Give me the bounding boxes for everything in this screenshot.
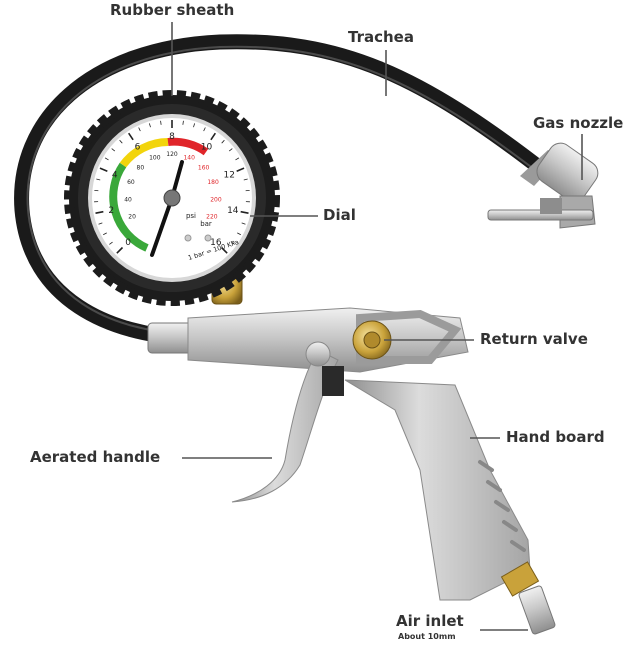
gas-nozzle [488,138,603,228]
gauge-psi-tick-label: 140 [183,154,195,161]
label-aerated-handle: Aerated handle [30,450,160,465]
hose-ferrule [148,323,194,353]
gauge-psi-tick-label: 20 [128,214,136,221]
gauge-psi-tick-label: 120 [166,151,178,158]
gauge-psi-tick-label: 80 [137,164,145,171]
gauge-bar-tick-label: 12 [224,170,235,180]
gauge-psi-tick-label: 160 [198,164,210,171]
gauge-bar-tick-label: 6 [135,142,141,152]
gauge-bar-tick-label: 14 [227,206,239,216]
label-gas-nozzle: Gas nozzle [533,116,623,131]
gauge-psi-tick-label: 60 [127,179,135,186]
gauge-psi-tick-label: 200 [210,197,222,204]
gauge-bar-tick-label: 2 [108,206,114,216]
label-air-inlet-note: About 10mm [398,633,456,641]
label-rubber-sheath: Rubber sheath [110,3,234,18]
label-hand-board: Hand board [506,430,605,445]
gauge-psi-tick-label: 100 [149,154,161,161]
label-return-valve: Return valve [480,332,588,347]
gauge-psi-tick-label: 40 [124,197,132,204]
label-trachea: Trachea [348,30,414,45]
dial-unit-psi: psi [186,212,196,220]
gauge-bar-tick-label: 8 [169,132,175,142]
dial-unit-bar: bar [200,220,212,228]
gauge-bar-tick-label: 0 [125,238,131,248]
gauge-bar-tick-label: 4 [112,170,118,180]
label-air-inlet: Air inlet [396,614,464,629]
label-dial: Dial [323,208,356,223]
gauge-psi-tick-label: 180 [207,179,219,186]
gauge-bar-tick-label: 10 [201,142,213,152]
